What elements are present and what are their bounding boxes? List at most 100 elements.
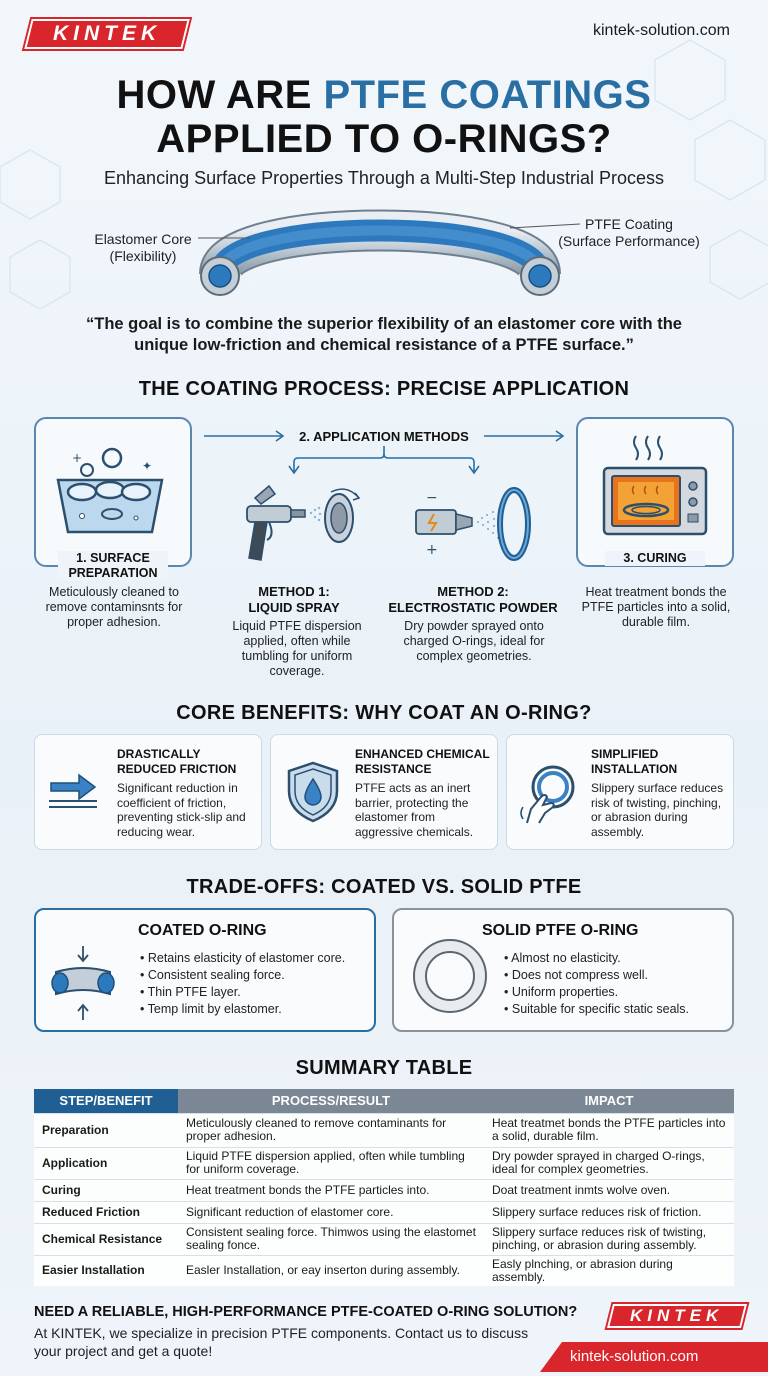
solid-oring-icon xyxy=(413,939,487,1013)
cleaning-bath-icon: + ✦ xyxy=(56,447,164,534)
table-cell-impact: Slippery surface reduces risk of twistin… xyxy=(484,1222,734,1255)
friction-arrow-icon xyxy=(49,773,97,808)
coated-oring-title: COATED O-RING xyxy=(138,922,267,939)
solid-ptfe-box: SOLID PTFE O-RING Almost no elasticity. … xyxy=(392,908,734,1032)
solid-ptfe-title: SOLID PTFE O-RING xyxy=(482,922,639,939)
methods-heading: 2. APPLICATION METHODS xyxy=(299,429,469,444)
list-item: Retains elasticity of elastomer core. xyxy=(140,950,376,967)
step1-label: 1. SURFACE PREPARATION xyxy=(58,551,168,581)
footer-website-link[interactable]: kintek-solution.com xyxy=(570,1348,699,1365)
page-subtitle: Enhancing Surface Properties Through a M… xyxy=(104,168,664,188)
o-ring-illustration xyxy=(199,209,561,296)
callout-lines xyxy=(198,223,581,239)
table-cell-process: Liquid PTFE dispersion applied, often wh… xyxy=(178,1146,484,1179)
list-item: Suitable for specific static seals. xyxy=(504,1001,732,1018)
list-item: Temp limit by elastomer. xyxy=(140,1001,376,1018)
tradeoffs-heading: TRADE-OFFS: COATED VS. SOLID PTFE xyxy=(186,876,582,898)
shield-drop-icon xyxy=(287,761,339,823)
page-title-line2: APPLIED TO O-RINGS? xyxy=(156,117,612,161)
step3-desc: Heat treatment bonds the PTFE particles … xyxy=(581,585,731,629)
step1-desc: Meticulously cleaned to remove contamins… xyxy=(45,585,183,629)
step3-label: 3. CURING xyxy=(605,551,705,566)
ptfe-coating-title: PTFE Coating xyxy=(585,216,673,232)
title-part-pre: HOW ARE xyxy=(116,73,324,117)
benefit-title-friction: DRASTICALLY REDUCED FRICTION xyxy=(117,747,237,776)
list-item: Consistent sealing force. xyxy=(140,967,376,984)
table-cell-impact: Dry powder sprayed in charged O-rings, i… xyxy=(484,1146,734,1179)
hexagon-pattern xyxy=(0,39,768,310)
table-cell-step: Reduced Friction xyxy=(34,1200,178,1223)
method1-title: METHOD 1: LIQUID SPRAY xyxy=(248,584,340,615)
website-link[interactable]: kintek-solution.com xyxy=(593,22,730,39)
table-cell-impact: Doat treatment inmts wolve oven. xyxy=(484,1178,734,1201)
elastomer-core-title: Elastomer Core xyxy=(94,231,192,247)
kintek-logo-footer[interactable]: KINTEK xyxy=(607,1304,747,1328)
summary-heading: SUMMARY TABLE xyxy=(295,1057,473,1079)
table-cell-impact: Easly plnching, or abrasion during assem… xyxy=(484,1254,734,1286)
method1-desc: Liquid PTFE dispersion applied, often wh… xyxy=(232,619,362,678)
svg-text:✦: ✦ xyxy=(142,459,152,473)
table-cell-step: Application xyxy=(34,1146,178,1179)
elastomer-core-sub: (Flexibility) xyxy=(109,248,177,264)
list-item: Thin PTFE layer. xyxy=(140,984,376,1001)
benefit-card-friction: DRASTICALLY REDUCED FRICTION Significant… xyxy=(34,734,262,850)
header-step-benefit: STEP/BENEFIT xyxy=(34,1089,178,1113)
benefit-desc-chemical: PTFE acts as an inert barrier, protectin… xyxy=(355,781,474,839)
benefit-card-installation: SIMPLIFIED INSTALLATION Slippery surface… xyxy=(506,734,734,850)
header-process-result: PROCESS/RESULT xyxy=(178,1089,484,1113)
electrostatic-sprayer-icon: − + xyxy=(415,487,531,561)
curing-oven-icon xyxy=(602,435,708,536)
table-cell-process: Easler Installation, or eay inserton dur… xyxy=(178,1254,484,1286)
table-cell-step: Chemical Resistance xyxy=(34,1222,178,1255)
table-cell-impact: Slippery surface reduces risk of frictio… xyxy=(484,1200,734,1223)
compressed-oring-icon xyxy=(51,946,115,1020)
benefit-card-chemical: ENHANCED CHEMICAL RESISTANCE PTFE acts a… xyxy=(270,734,498,850)
method2-title: METHOD 2: ELECTROSTATIC POWDER xyxy=(388,584,558,615)
benefits-heading: CORE BENEFITS: WHY COAT AN O-RING? xyxy=(176,702,592,724)
ptfe-coating-sub: (Surface Performance) xyxy=(558,233,700,249)
benefit-title-chemical: ENHANCED CHEMICAL RESISTANCE xyxy=(355,747,490,776)
solid-ptfe-list: Almost no elasticity. Does not compress … xyxy=(504,950,732,1018)
header-impact: IMPACT xyxy=(484,1089,734,1113)
table-cell-impact: Heat treatmet bonds the PTFE particles i… xyxy=(484,1112,734,1147)
kintek-logo-footer-text: KINTEK xyxy=(630,1306,724,1325)
list-item: Almost no elasticity. xyxy=(504,950,732,967)
benefit-title-installation: SIMPLIFIED INSTALLATION xyxy=(591,747,678,776)
method2-desc: Dry powder sprayed onto charged O-rings,… xyxy=(403,619,545,663)
goal-quote: “The goal is to combine the superior fle… xyxy=(86,315,682,354)
process-heading: THE COATING PROCESS: PRECISE APPLICATION xyxy=(138,378,630,400)
process-arrows xyxy=(204,430,565,475)
spray-gun-icon xyxy=(246,484,361,561)
summary-table: STEP/BENEFIT PROCESS/RESULT IMPACT Prepa… xyxy=(34,1089,734,1286)
hand-ring-icon xyxy=(520,765,575,824)
cta-text: At KINTEK, we specialize in precision PT… xyxy=(34,1325,529,1359)
table-cell-process: Heat treatment bonds the PTFE particles … xyxy=(178,1178,484,1201)
benefit-desc-friction: Significant reduction in coefficient of … xyxy=(117,781,246,839)
elastomer-core-label: Elastomer Core (Flexibility) xyxy=(84,231,202,265)
table-cell-step: Preparation xyxy=(34,1112,178,1147)
list-item: Does not compress well. xyxy=(504,967,732,984)
cta-heading: NEED A RELIABLE, HIGH-PERFORMANCE PTFE-C… xyxy=(34,1304,578,1320)
svg-text:+: + xyxy=(426,542,438,558)
table-cell-step: Easier Installation xyxy=(34,1254,178,1286)
table-cell-process: Significant reduction of elastomer core. xyxy=(178,1200,484,1223)
coated-oring-list: Retains elasticity of elastomer core. Co… xyxy=(140,950,376,1018)
title-accent: PTFE COATINGS xyxy=(323,73,652,117)
svg-text:−: − xyxy=(426,490,438,506)
ptfe-coating-label: PTFE Coating (Surface Performance) xyxy=(548,216,710,250)
table-cell-step: Curing xyxy=(34,1178,178,1201)
table-cell-process: Consistent sealing force. Thimwos using … xyxy=(178,1222,484,1255)
list-item: Uniform properties. xyxy=(504,984,732,1001)
svg-text:+: + xyxy=(72,451,82,465)
footer-bar xyxy=(540,1342,768,1372)
page-title: HOW ARE PTFE COATINGS xyxy=(0,74,768,116)
table-header-row: STEP/BENEFIT PROCESS/RESULT IMPACT xyxy=(34,1089,734,1113)
coated-oring-box: COATED O-RING Retains elasticity of elas… xyxy=(34,908,376,1032)
benefit-desc-installation: Slippery surface reduces risk of twistin… xyxy=(591,781,724,839)
